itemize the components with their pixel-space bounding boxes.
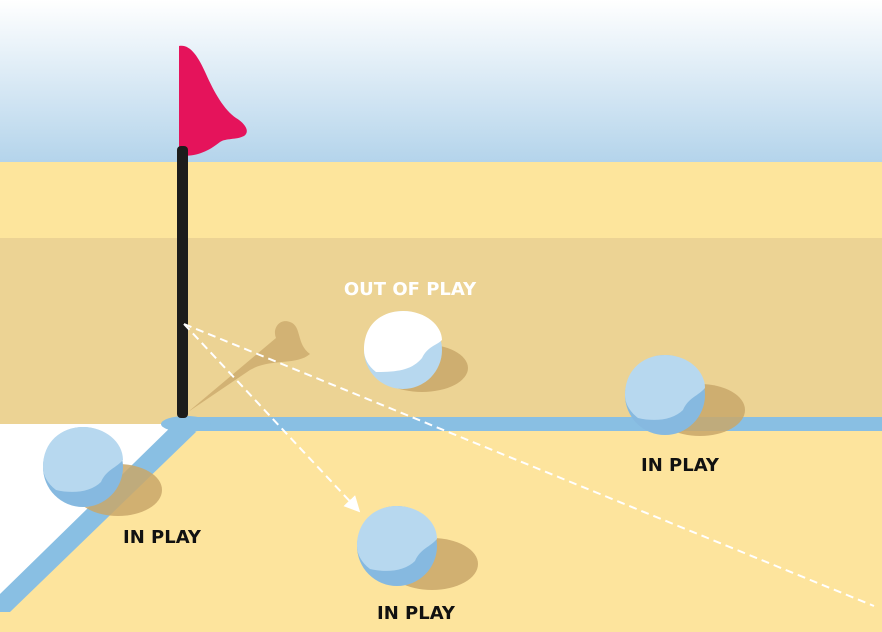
sky — [0, 0, 882, 162]
goal-line — [188, 417, 882, 431]
far-sand — [0, 162, 882, 240]
ball-in-play-right — [625, 355, 705, 435]
sand-behind-goal-line — [0, 238, 882, 424]
ball-in-play-center — [357, 506, 437, 586]
corner-spot — [161, 416, 211, 432]
label-in-play-center: IN PLAY — [377, 603, 456, 624]
ball-out-of-play — [364, 311, 442, 389]
label-in-play-left: IN PLAY — [123, 527, 202, 548]
label-out-of-play: OUT OF PLAY — [344, 279, 477, 300]
ball-in-play-left — [43, 427, 123, 507]
flag-pole — [177, 146, 188, 418]
label-in-play-right: IN PLAY — [641, 455, 720, 476]
